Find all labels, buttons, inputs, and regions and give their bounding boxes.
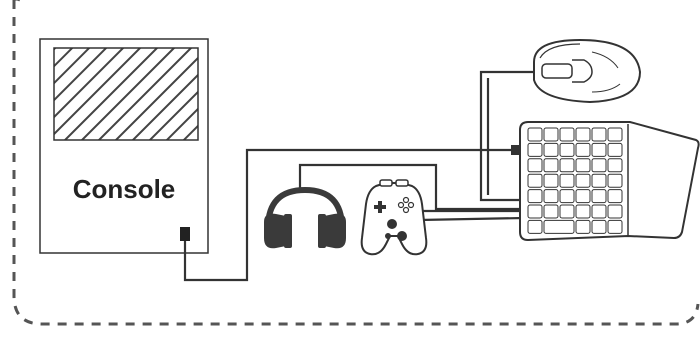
keycap <box>591 142 607 157</box>
keycap <box>527 189 543 204</box>
dashed-border <box>12 0 700 326</box>
headset-icon <box>264 186 346 249</box>
gamepad-icon <box>360 179 428 256</box>
keycap <box>591 127 607 142</box>
keycap <box>527 173 543 188</box>
keycap <box>543 219 575 234</box>
keycap <box>543 204 559 219</box>
keycap <box>607 127 623 142</box>
keycap <box>575 127 591 142</box>
keyboard-icon <box>511 121 700 242</box>
keycap <box>559 127 575 142</box>
keycap <box>591 204 607 219</box>
keycap <box>543 158 559 173</box>
keycap <box>607 219 623 234</box>
keycap <box>559 189 575 204</box>
keycap <box>607 204 623 219</box>
keycap <box>527 127 543 142</box>
keycap <box>527 158 543 173</box>
keycap <box>575 158 591 173</box>
keycap <box>559 158 575 173</box>
keycap <box>543 127 559 142</box>
console-icon <box>39 38 209 254</box>
keyboard-keys <box>527 127 623 234</box>
keycap <box>543 142 559 157</box>
keycap <box>559 204 575 219</box>
keycap <box>575 189 591 204</box>
keycap <box>543 173 559 188</box>
keycap <box>543 189 559 204</box>
keycap <box>575 204 591 219</box>
keycap <box>607 189 623 204</box>
keycap <box>527 204 543 219</box>
keycap <box>591 189 607 204</box>
keycap <box>607 158 623 173</box>
keycap <box>607 142 623 157</box>
keycap <box>559 142 575 157</box>
cables <box>183 70 534 282</box>
keycap <box>527 219 543 234</box>
keycap <box>591 158 607 173</box>
mouse-icon <box>533 38 642 104</box>
keycap <box>527 142 543 157</box>
keycap <box>575 219 591 234</box>
keycap <box>559 173 575 188</box>
keycap <box>591 173 607 188</box>
keycap <box>575 173 591 188</box>
keycap <box>591 219 607 234</box>
keycap <box>575 142 591 157</box>
console-label: Console <box>73 174 176 204</box>
keycap <box>607 173 623 188</box>
